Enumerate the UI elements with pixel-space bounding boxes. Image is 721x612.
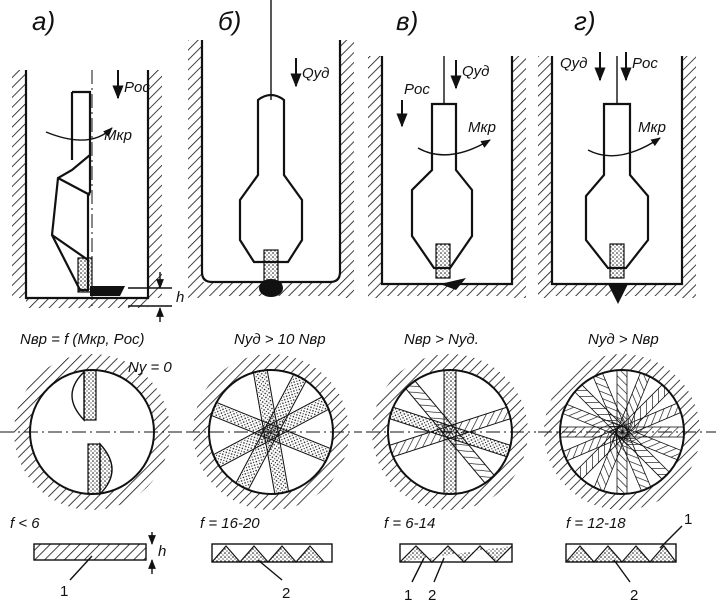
- wear-zone-b: [259, 279, 283, 297]
- hole-bottom: [26, 298, 148, 308]
- hole-wall-right-g: [682, 56, 696, 298]
- dim-h2-label: h: [158, 543, 166, 560]
- wear-zone-g: [608, 284, 628, 304]
- strip-bottom-a: [87, 443, 101, 495]
- callout-2-b: 2: [282, 585, 290, 602]
- dim-h-label: h: [176, 289, 184, 306]
- force-poc-v: Pос: [404, 81, 430, 98]
- strip-top-a: [83, 369, 97, 421]
- friction-v: f = 6-14: [384, 515, 435, 532]
- equation-v: Nвр > Nуд.: [404, 331, 479, 348]
- insert-b: [263, 249, 279, 285]
- leader-2-g: [613, 559, 631, 583]
- arrow-mkr-v: [417, 139, 491, 156]
- equation-g: Nуд > Nвр: [588, 331, 659, 348]
- arrow-mkr-g: [587, 137, 661, 157]
- tool-body-g: [584, 102, 650, 270]
- insert-v: [435, 243, 451, 279]
- force-poc-a: Pос: [124, 79, 150, 96]
- hole-wall-left-v: [368, 56, 382, 298]
- hole-wall-left-b: [188, 40, 202, 298]
- insert-a: [77, 257, 93, 293]
- lobe-top-a: [71, 370, 85, 422]
- panel-g: г) Qуд Pос Мкр Nуд > Nвр f = 12-18: [538, 6, 716, 604]
- leader-1-a: [69, 555, 93, 581]
- lobe-bottom-a: [99, 442, 113, 496]
- leader-2-v: [433, 557, 445, 583]
- callout-2-v: 2: [428, 587, 436, 604]
- hole-wall-right-v: [512, 56, 526, 298]
- force-mkr-a: Мкр: [104, 127, 132, 144]
- grain-section-g: [565, 545, 677, 563]
- tool-edges-a: [51, 92, 91, 261]
- callout-1-v: 1: [404, 587, 412, 604]
- force-qud-b: Qуд: [302, 65, 329, 82]
- hole-wall-left-g: [538, 56, 552, 298]
- grain-section-v: [399, 545, 513, 563]
- equation-a: Nвр = f (Мкр, Pос): [20, 331, 145, 348]
- force-qud-v: Qуд: [462, 63, 489, 80]
- leader-2-b: [257, 559, 283, 581]
- panel-b-label: б): [218, 6, 241, 36]
- force-mkr-g: Мкр: [638, 119, 666, 136]
- hole-wall-right-b: [340, 40, 354, 298]
- hole-wall-right: [148, 70, 162, 298]
- wear-zone-a: [90, 286, 125, 296]
- force-poc-g: Pос: [632, 55, 658, 72]
- equation-b: Nуд > 10 Nвр: [234, 331, 326, 348]
- force-qud-g: Qуд: [560, 55, 587, 72]
- panel-a: а) Pос Мкр h Nвр = f (Мкр, Pос) Nу = 0: [0, 6, 184, 600]
- callout-1-g: 1: [684, 511, 692, 528]
- tool-body-v: [410, 102, 474, 270]
- force-mkr-v: Мкр: [468, 119, 496, 136]
- wear-zone-v: [440, 278, 466, 290]
- tool-body-b: [238, 93, 304, 264]
- panel-g-label: г): [574, 6, 595, 36]
- grain-section-b: [211, 545, 325, 563]
- panel-a-label: а): [32, 6, 55, 36]
- callout-2-g: 2: [630, 587, 638, 604]
- friction-a: f < 6: [10, 515, 40, 532]
- friction-b: f = 16-20: [200, 515, 260, 532]
- insert-g: [609, 243, 625, 279]
- leader-1-g: [659, 525, 683, 549]
- panel-v-label: в): [396, 6, 418, 36]
- arrow-mkr-a: [45, 127, 113, 141]
- hole-wall-left: [12, 70, 26, 298]
- panel-b: б) Qуд Nуд > 10 Nвр f = 16-20 2: [186, 0, 362, 602]
- callout-1-a: 1: [60, 583, 68, 600]
- panel-v: в) Pос Qуд Мкр Nвр > Nуд. f = 6-14 1 2: [366, 6, 536, 604]
- hole-bottom-v: [382, 284, 512, 296]
- friction-g: f = 12-18: [566, 515, 626, 532]
- strip-section-a: [33, 543, 147, 561]
- leader-1-v: [411, 557, 425, 583]
